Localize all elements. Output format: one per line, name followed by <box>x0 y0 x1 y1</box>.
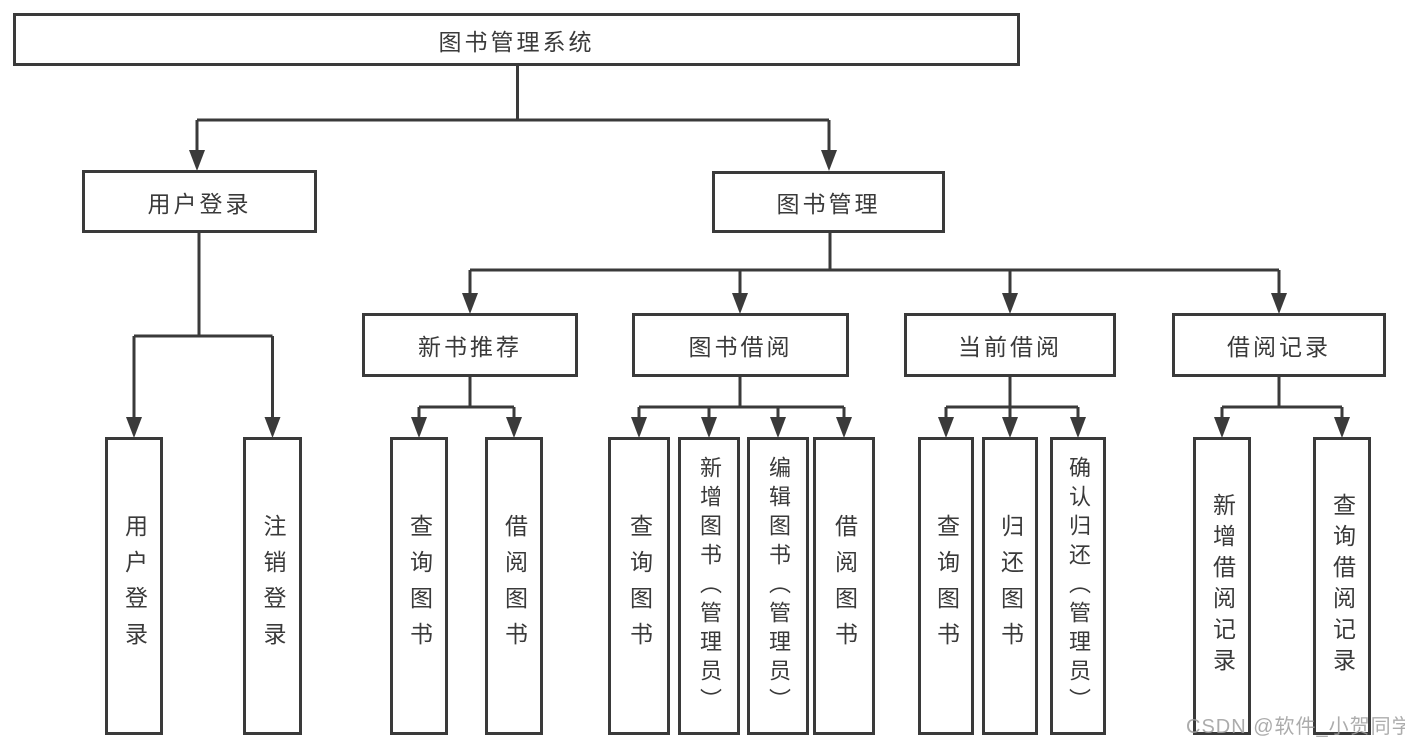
leaf-current-return: 归还图书 <box>982 437 1038 735</box>
leaf-borrowing-borrow-label: 借阅图书 <box>831 514 858 658</box>
leaf-newbooks-query: 查询图书 <box>390 437 448 735</box>
leaf-current-confirm: 确认归还（管理员） <box>1050 437 1106 735</box>
node-book-borrowing: 图书借阅 <box>632 313 849 377</box>
node-book-borrowing-label: 图书借阅 <box>688 334 793 360</box>
leaf-current-return-label: 归还图书 <box>997 514 1024 658</box>
arrowhead <box>1070 417 1086 438</box>
leaf-user-login-label: 用户登录 <box>121 514 148 658</box>
connector-borrowing-split <box>637 377 846 420</box>
connector-records-split <box>1220 377 1344 420</box>
leaf-borrowing-edit: 编辑图书（管理员） <box>747 437 809 735</box>
arrowhead <box>732 293 748 314</box>
leaf-borrowing-query: 查询图书 <box>608 437 670 735</box>
connector-user-login-split <box>132 233 274 420</box>
node-new-books-label: 新书推荐 <box>418 334 522 360</box>
node-current-borrowing-label: 当前借阅 <box>958 334 1062 360</box>
arrowhead <box>411 417 427 438</box>
leaf-logout: 注销登录 <box>243 437 302 735</box>
leaf-user-login: 用户登录 <box>105 437 163 735</box>
csdn-watermark: CSDN @软件_小贺同学 <box>1186 716 1405 738</box>
leaf-newbooks-query-label: 查询图书 <box>406 514 433 658</box>
node-new-books: 新书推荐 <box>362 313 578 377</box>
arrowhead <box>701 417 717 438</box>
leaf-current-query: 查询图书 <box>918 437 974 735</box>
connector-root-split <box>195 66 831 152</box>
node-root-label: 图书管理系统 <box>438 28 595 55</box>
arrowhead-group <box>126 150 1350 438</box>
arrowhead <box>836 417 852 438</box>
leaf-records-add-label: 新增借阅记录 <box>1209 493 1236 679</box>
leaf-records-add: 新增借阅记录 <box>1193 437 1251 735</box>
connector-book-mgmt-split <box>468 233 1281 296</box>
arrowhead <box>264 417 281 438</box>
arrowhead <box>631 417 647 438</box>
arrowhead <box>1214 417 1230 438</box>
arrowhead <box>1002 417 1018 438</box>
arrowhead <box>770 417 786 438</box>
arrowhead <box>821 150 837 171</box>
node-borrow-records-label: 借阅记录 <box>1227 334 1331 360</box>
node-current-borrowing: 当前借阅 <box>904 313 1116 377</box>
arrowhead <box>938 417 954 438</box>
node-user-login: 用户登录 <box>82 170 317 233</box>
arrowhead <box>1334 417 1350 438</box>
leaf-logout-label: 注销登录 <box>260 514 286 658</box>
arrowhead <box>506 417 522 438</box>
arrowhead <box>1271 293 1287 314</box>
leaf-borrowing-borrow: 借阅图书 <box>813 437 875 735</box>
node-root: 图书管理系统 <box>13 13 1020 66</box>
connector-new-books-split <box>417 377 516 420</box>
leaf-records-query-label: 查询借阅记录 <box>1329 493 1356 679</box>
arrowhead <box>462 293 478 314</box>
leaf-borrowing-query-label: 查询图书 <box>626 514 653 658</box>
node-borrow-records: 借阅记录 <box>1172 313 1386 377</box>
leaf-newbooks-borrow: 借阅图书 <box>485 437 543 735</box>
node-user-login-label: 用户登录 <box>147 190 252 217</box>
node-book-mgmt-label: 图书管理 <box>776 191 881 217</box>
leaf-records-query: 查询借阅记录 <box>1313 437 1371 735</box>
leaf-current-confirm-label: 确认归还（管理员） <box>1066 455 1091 717</box>
connector-current-split <box>944 377 1080 420</box>
connector-line-group <box>132 66 1344 420</box>
leaf-borrowing-add: 新增图书（管理员） <box>678 437 740 735</box>
leaf-borrowing-add-label: 新增图书（管理员） <box>697 455 722 717</box>
leaf-current-query-label: 查询图书 <box>933 514 960 658</box>
arrowhead <box>189 150 205 171</box>
node-book-mgmt: 图书管理 <box>712 171 945 233</box>
leaf-newbooks-borrow-label: 借阅图书 <box>501 514 528 658</box>
leaf-borrowing-edit-label: 编辑图书（管理员） <box>766 455 791 717</box>
arrowhead <box>126 417 142 438</box>
arrowhead <box>1002 293 1018 314</box>
